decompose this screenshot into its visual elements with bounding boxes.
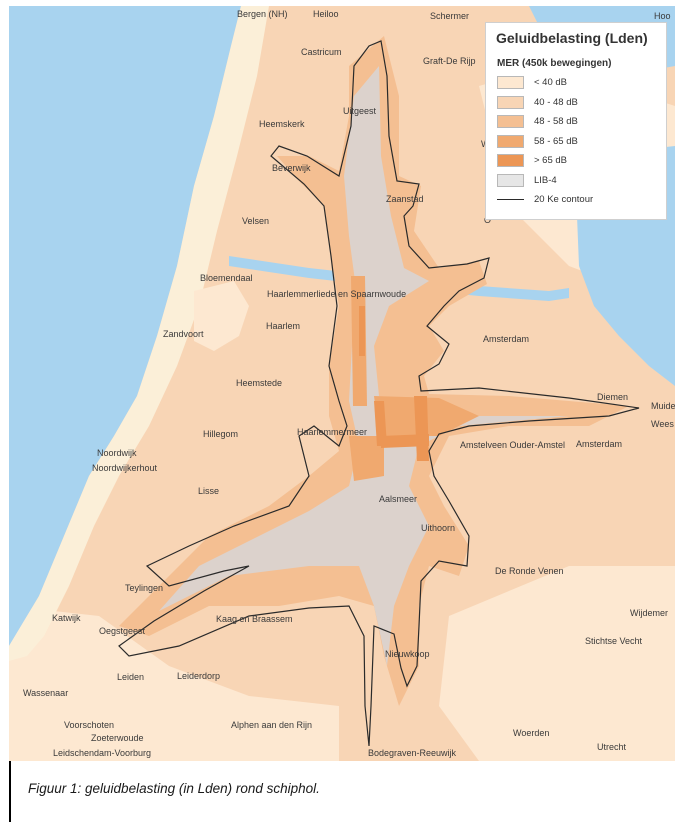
place-label-heemskerk: Heemskerk: [259, 119, 305, 129]
place-label-woerden: Woerden: [513, 728, 550, 738]
figure-caption: Figuur 1: geluidbelasting (in Lden) rond…: [28, 781, 320, 796]
place-label-hoorn: Hoo: [654, 11, 671, 21]
place-label-amsterdam-north: Amsterdam: [483, 334, 530, 344]
legend: Geluidbelasting (Lden) MER (450k bewegin…: [485, 22, 667, 220]
legend-label: 48 - 58 dB: [534, 116, 578, 127]
legend-item-0: < 40 dB: [497, 76, 662, 91]
legend-item-4: > 65 dB: [497, 154, 662, 169]
place-label-muiden: Muide: [651, 401, 675, 411]
caption-box: [9, 761, 676, 822]
legend-swatch: [497, 95, 524, 109]
place-label-bodegraven-reeuwijk: Bodegraven-Reeuwijk: [368, 748, 457, 758]
place-label-haarlemmermeer: Haarlemmermeer: [297, 427, 368, 437]
place-label-zaanstad: Zaanstad: [386, 194, 424, 204]
dune-strip: [9, 6, 269, 661]
legend-item-5: LIB-4: [497, 173, 662, 189]
place-label-alphen-aan-den-rijn: Alphen aan den Rijn: [231, 720, 313, 730]
legend-subtitle: MER (450k bewegingen): [497, 58, 612, 69]
place-label-heemstede: Heemstede: [236, 378, 283, 388]
place-label-uithoorn: Uithoorn: [421, 523, 456, 533]
place-label-leidschendam-voorburg: Leidschendam-Voorburg: [53, 748, 152, 758]
place-label-schermer: Schermer: [430, 11, 470, 21]
place-label-diemen: Diemen: [597, 392, 629, 402]
legend-swatch: [497, 154, 524, 167]
legend-swatch: [497, 134, 524, 148]
zone-gt65-d: [359, 306, 365, 356]
legend-line-swatch: [497, 199, 524, 200]
place-label-velsen: Velsen: [242, 216, 270, 226]
place-label-katwijk: Katwijk: [52, 613, 81, 623]
dune-bloemendaal: [194, 281, 249, 351]
legend-swatch: [497, 76, 524, 89]
legend-swatch: [497, 173, 524, 187]
place-label-bergen-nh-: Bergen (NH): [237, 9, 288, 19]
place-label-amsterdam-south: Amsterdam: [576, 439, 623, 449]
zone-gt65: [374, 401, 387, 446]
contour-20ke: [118, 40, 640, 747]
place-label-zoeterwoude: Zoeterwoude: [91, 733, 144, 743]
legend-title: Geluidbelasting (Lden): [496, 30, 648, 46]
place-label-voorschoten: Voorschoten: [64, 720, 115, 730]
legend-label: 58 - 65 dB: [534, 135, 578, 147]
zone-lt40-east: [439, 566, 675, 761]
place-label-weesp: Wees: [651, 419, 674, 429]
place-label-wijdemeren: Wijdemer: [630, 608, 669, 618]
place-label-uitgeest: Uitgeest: [343, 106, 377, 116]
place-label-leiden: Leiden: [117, 672, 145, 682]
place-label-castricum: Castricum: [301, 47, 342, 57]
place-label-leiderdorp: Leiderdorp: [177, 671, 221, 681]
place-label-kaag-en-braassem: Kaag en Braassem: [216, 614, 293, 624]
legend-item-1: 40 - 48 dB: [497, 95, 662, 111]
place-label-teylingen: Teylingen: [125, 583, 164, 593]
legend-label: < 40 dB: [534, 77, 568, 88]
place-label-graft-de-rijp: Graft-De Rijp: [423, 56, 476, 66]
place-label-haarlemmerliede-en-spaarnwoude: Haarlemmerliede en Spaarnwoude: [267, 289, 407, 299]
legend-swatch: [497, 115, 524, 128]
legend-label: LIB-4: [534, 174, 557, 186]
place-label-amstelveen-ouder-amstel: Amstelveen Ouder-Amstel: [460, 440, 566, 450]
legend-item-6: 20 Ke contour: [497, 193, 662, 208]
place-label-heiloo: Heiloo: [313, 9, 339, 19]
place-label-utrecht: Utrecht: [597, 742, 627, 752]
zone-lt40-south: [9, 606, 339, 761]
place-label-haarlem: Haarlem: [266, 321, 301, 331]
legend-label: 20 Ke contour: [534, 194, 594, 205]
place-label-de-ronde-venen: De Ronde Venen: [495, 566, 564, 576]
place-label-wassenaar: Wassenaar: [23, 688, 69, 698]
zone-gt65-c: [381, 434, 429, 448]
place-label-hillegom: Hillegom: [203, 429, 239, 439]
place-label-beverwijk: Beverwijk: [272, 163, 311, 173]
place-label-oostzaan: O: [484, 215, 492, 225]
place-label-lisse: Lisse: [198, 486, 220, 496]
place-label-oegstgeest: Oegstgeest: [99, 626, 146, 636]
legend-item-2: 48 - 58 dB: [497, 115, 662, 130]
north-sea: [9, 6, 241, 646]
legend-item-3: 58 - 65 dB: [497, 134, 662, 150]
legend-label: 40 - 48 dB: [534, 96, 578, 108]
place-label-aalsmeer: Aalsmeer: [379, 494, 418, 504]
place-label-zandvoort: Zandvoort: [163, 329, 204, 339]
zone-58-65-c: [349, 436, 384, 481]
legend-label: > 65 dB: [534, 155, 568, 166]
place-label-bloemendaal: Bloemendaal: [200, 273, 253, 283]
place-label-nieuwkoop: Nieuwkoop: [385, 649, 430, 659]
place-label-stichtse-vecht: Stichtse Vecht: [585, 636, 643, 646]
place-label-noordwijk: Noordwijk: [97, 448, 137, 458]
place-label-noordwijkerhout: Noordwijkerhout: [92, 463, 158, 473]
